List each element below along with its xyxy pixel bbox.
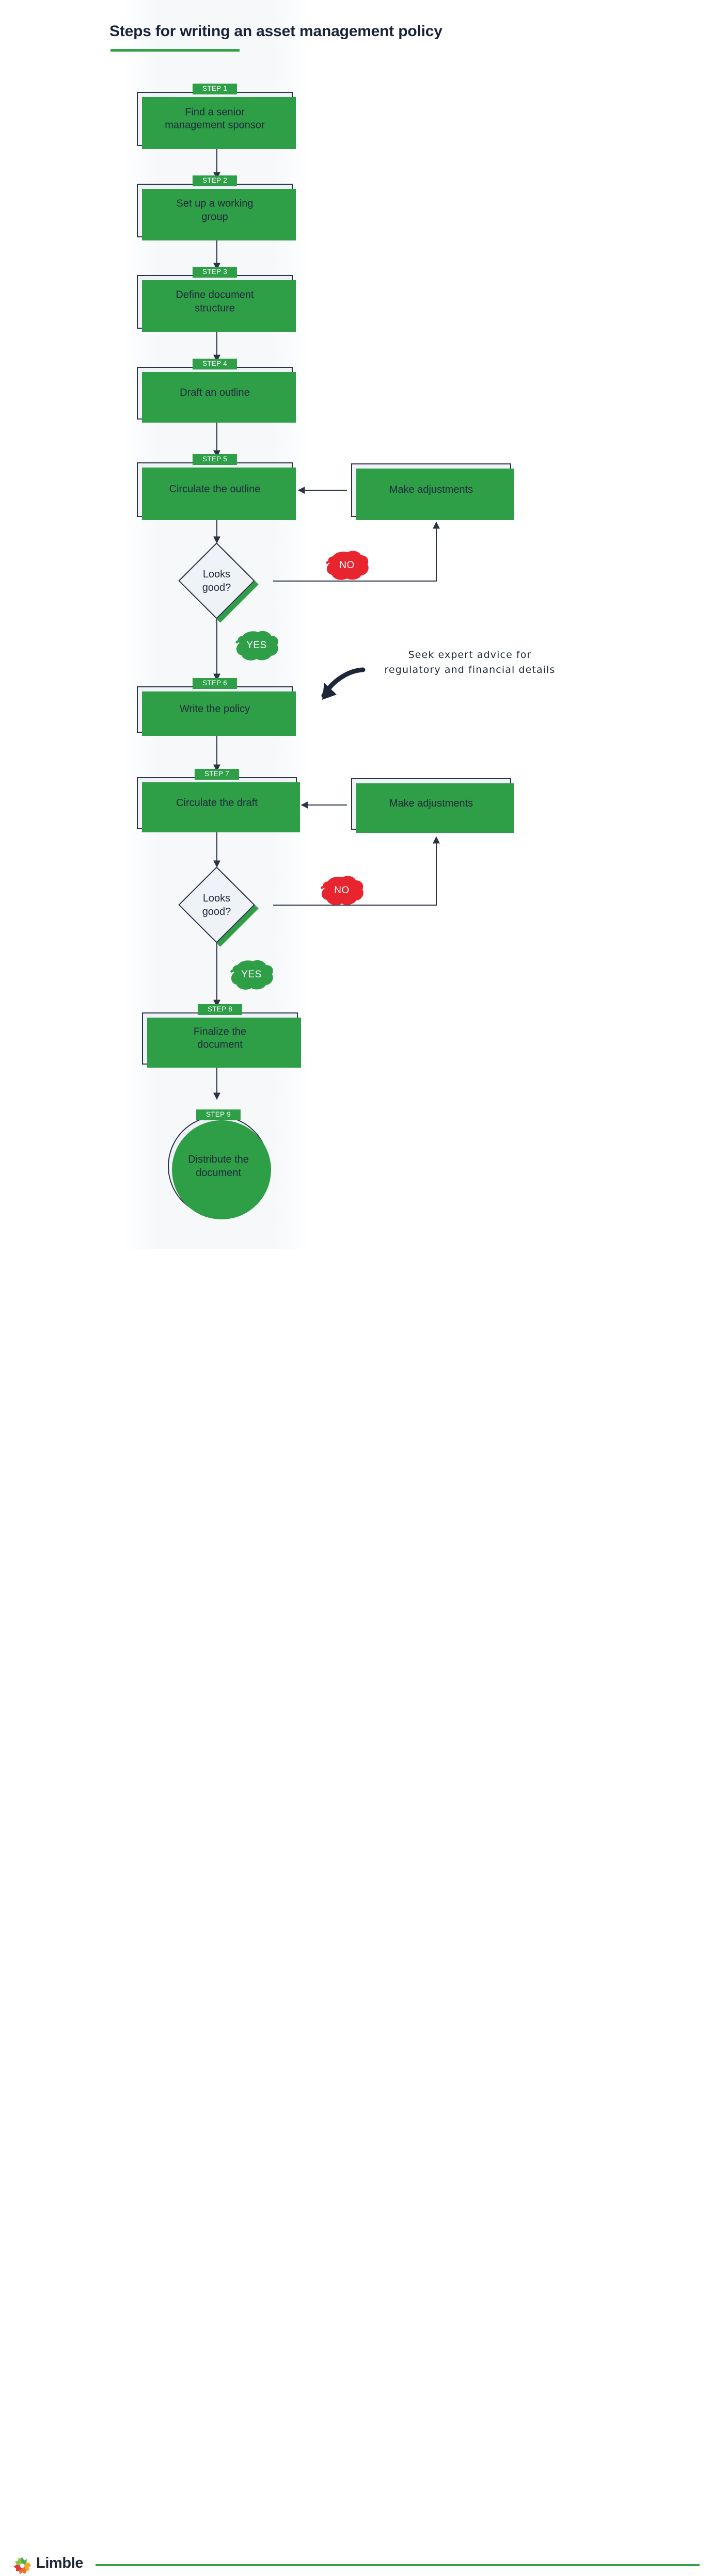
branch-label-yes-2: YES xyxy=(227,959,276,991)
brand-name: Limble xyxy=(36,2555,84,2571)
node-label-step5: Circulate the outline xyxy=(169,484,261,495)
branch-label-no-2: NO xyxy=(318,875,366,907)
branch-label-yes-2-text: YES xyxy=(241,969,262,980)
flowchart: STEP 1 Find a senior management sponsor … xyxy=(0,0,712,1249)
node-step4[interactable]: STEP 4 Draft an outline xyxy=(137,359,296,423)
limble-logo-icon xyxy=(13,2557,31,2574)
branch-label-no-2-text: NO xyxy=(334,885,350,896)
node-step8[interactable]: STEP 8 Finalize the document xyxy=(142,1004,301,1068)
node-make-adjustments-2[interactable]: Make adjustments xyxy=(351,778,514,833)
footer-rule xyxy=(96,2564,700,2566)
node-label-step7: Circulate the draft xyxy=(176,797,258,809)
step-badge-6: STEP 6 xyxy=(192,678,238,689)
flow-connectors xyxy=(213,146,440,1100)
branch-label-yes-1-text: YES xyxy=(246,640,267,651)
step-badge-8: STEP 8 xyxy=(197,1004,243,1015)
node-step7[interactable]: STEP 7 Circulate the draft xyxy=(137,769,300,832)
node-decision-looks-good-1[interactable]: Looks good? xyxy=(178,542,259,623)
node-step3[interactable]: STEP 3 Define document structure xyxy=(137,267,296,332)
step-badge-4: STEP 4 xyxy=(192,359,238,369)
node-label-decision-2: Looks good? xyxy=(202,892,231,917)
node-label-decision-1: Looks good? xyxy=(202,568,231,593)
node-step6[interactable]: STEP 6 Write the policy xyxy=(137,678,296,736)
branch-label-no-1-text: NO xyxy=(339,560,355,571)
step-badge-5: STEP 5 xyxy=(192,454,238,465)
annotation-line-2: regulatory and financial details xyxy=(384,664,556,676)
node-label-step9: Distribute the document xyxy=(188,1154,249,1179)
annotation-note: Seek expert advice for regulatory and fi… xyxy=(361,648,578,678)
node-label-step6: Write the policy xyxy=(179,703,250,715)
page-title: Steps for writing an asset management po… xyxy=(109,23,442,40)
node-label-step1: Find a senior management sponsor xyxy=(165,106,265,131)
node-label-make-adjustments-2: Make adjustments xyxy=(389,798,473,810)
branch-label-yes-1: YES xyxy=(232,630,281,662)
step-badge-1: STEP 1 xyxy=(192,84,238,94)
node-decision-looks-good-2[interactable]: Looks good? xyxy=(178,866,259,947)
step-badge-7: STEP 7 xyxy=(194,769,240,780)
paint-splat-red-2 xyxy=(321,876,363,905)
title-underline-accent xyxy=(110,49,240,52)
node-label-step3: Define document structure xyxy=(176,289,254,314)
node-step5[interactable]: STEP 5 Circulate the outline xyxy=(137,454,296,520)
node-step2[interactable]: STEP 2 Set up a working group xyxy=(137,175,296,240)
node-label-make-adjustments-1: Make adjustments xyxy=(389,484,473,496)
footer: Limble xyxy=(0,1275,712,2574)
branch-label-no-1: NO xyxy=(323,550,371,582)
step-badge-2: STEP 2 xyxy=(192,175,238,186)
handdrawn-arrow-icon xyxy=(321,667,366,700)
paint-splat-red-1 xyxy=(326,551,369,580)
node-label-step4: Draft an outline xyxy=(180,387,250,399)
node-step1[interactable]: STEP 1 Find a senior management sponsor xyxy=(137,84,296,149)
node-make-adjustments-1[interactable]: Make adjustments xyxy=(351,463,514,520)
node-label-step8: Finalize the document xyxy=(193,1025,247,1051)
node-step9[interactable]: STEP 9 Distribute the document xyxy=(168,1109,271,1219)
node-label-step2: Set up a working group xyxy=(176,198,254,222)
step-badge-9: STEP 9 xyxy=(196,1109,241,1120)
step-badge-3: STEP 3 xyxy=(192,267,238,278)
annotation-line-1: Seek expert advice for xyxy=(408,649,532,661)
